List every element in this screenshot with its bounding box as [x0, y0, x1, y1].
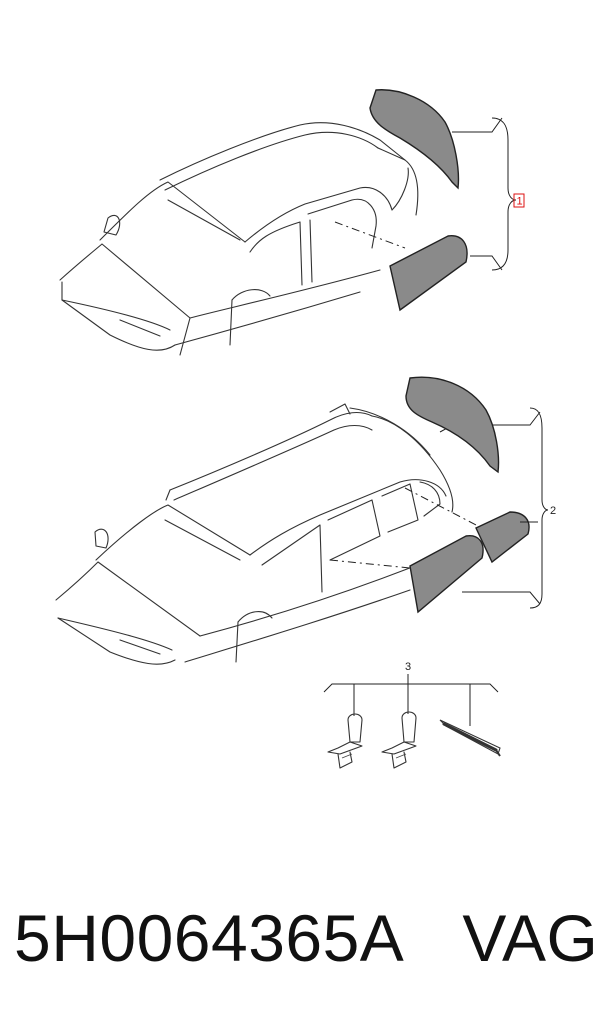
- leader-dash-rear-door: [334, 221, 406, 249]
- mounting-clip-left: [327, 713, 363, 769]
- brand-label: VAG: [462, 901, 599, 975]
- caption: 5H0064365A VAG: [14, 893, 598, 983]
- leader-rear-door-estate: [462, 591, 541, 605]
- rear-quarter-sunshade: [369, 89, 460, 190]
- leader-dash-rear-small: [404, 487, 479, 527]
- part-number: 5H0064365A: [14, 901, 405, 975]
- parts-diagram: 1: [55, 89, 556, 769]
- leader-rear-quarter: [452, 117, 503, 133]
- callout-1-box: [513, 193, 525, 208]
- rear-side-sunshade-estate: [475, 511, 530, 564]
- bracket-1: [491, 117, 517, 271]
- callout-1: 1: [517, 196, 523, 208]
- estate-car-outline: [55, 403, 454, 665]
- hatchback-car-outline: [59, 122, 419, 356]
- mounting-clip-right: [381, 711, 417, 769]
- bracket-3: [323, 674, 499, 726]
- bracket-2: [529, 407, 549, 609]
- rear-door-sunshade: [389, 235, 468, 312]
- leader-rear-door: [470, 255, 503, 271]
- callout-2: 2: [550, 505, 556, 517]
- installation-tool: [439, 719, 501, 757]
- rear-door-sunshade-estate: [409, 535, 484, 614]
- callout-3: 3: [405, 661, 411, 673]
- rear-quarter-sunshade-estate: [405, 376, 500, 474]
- leader-dash-rear-door-2: [329, 559, 411, 569]
- leader-rear-quarter-estate: [492, 411, 541, 426]
